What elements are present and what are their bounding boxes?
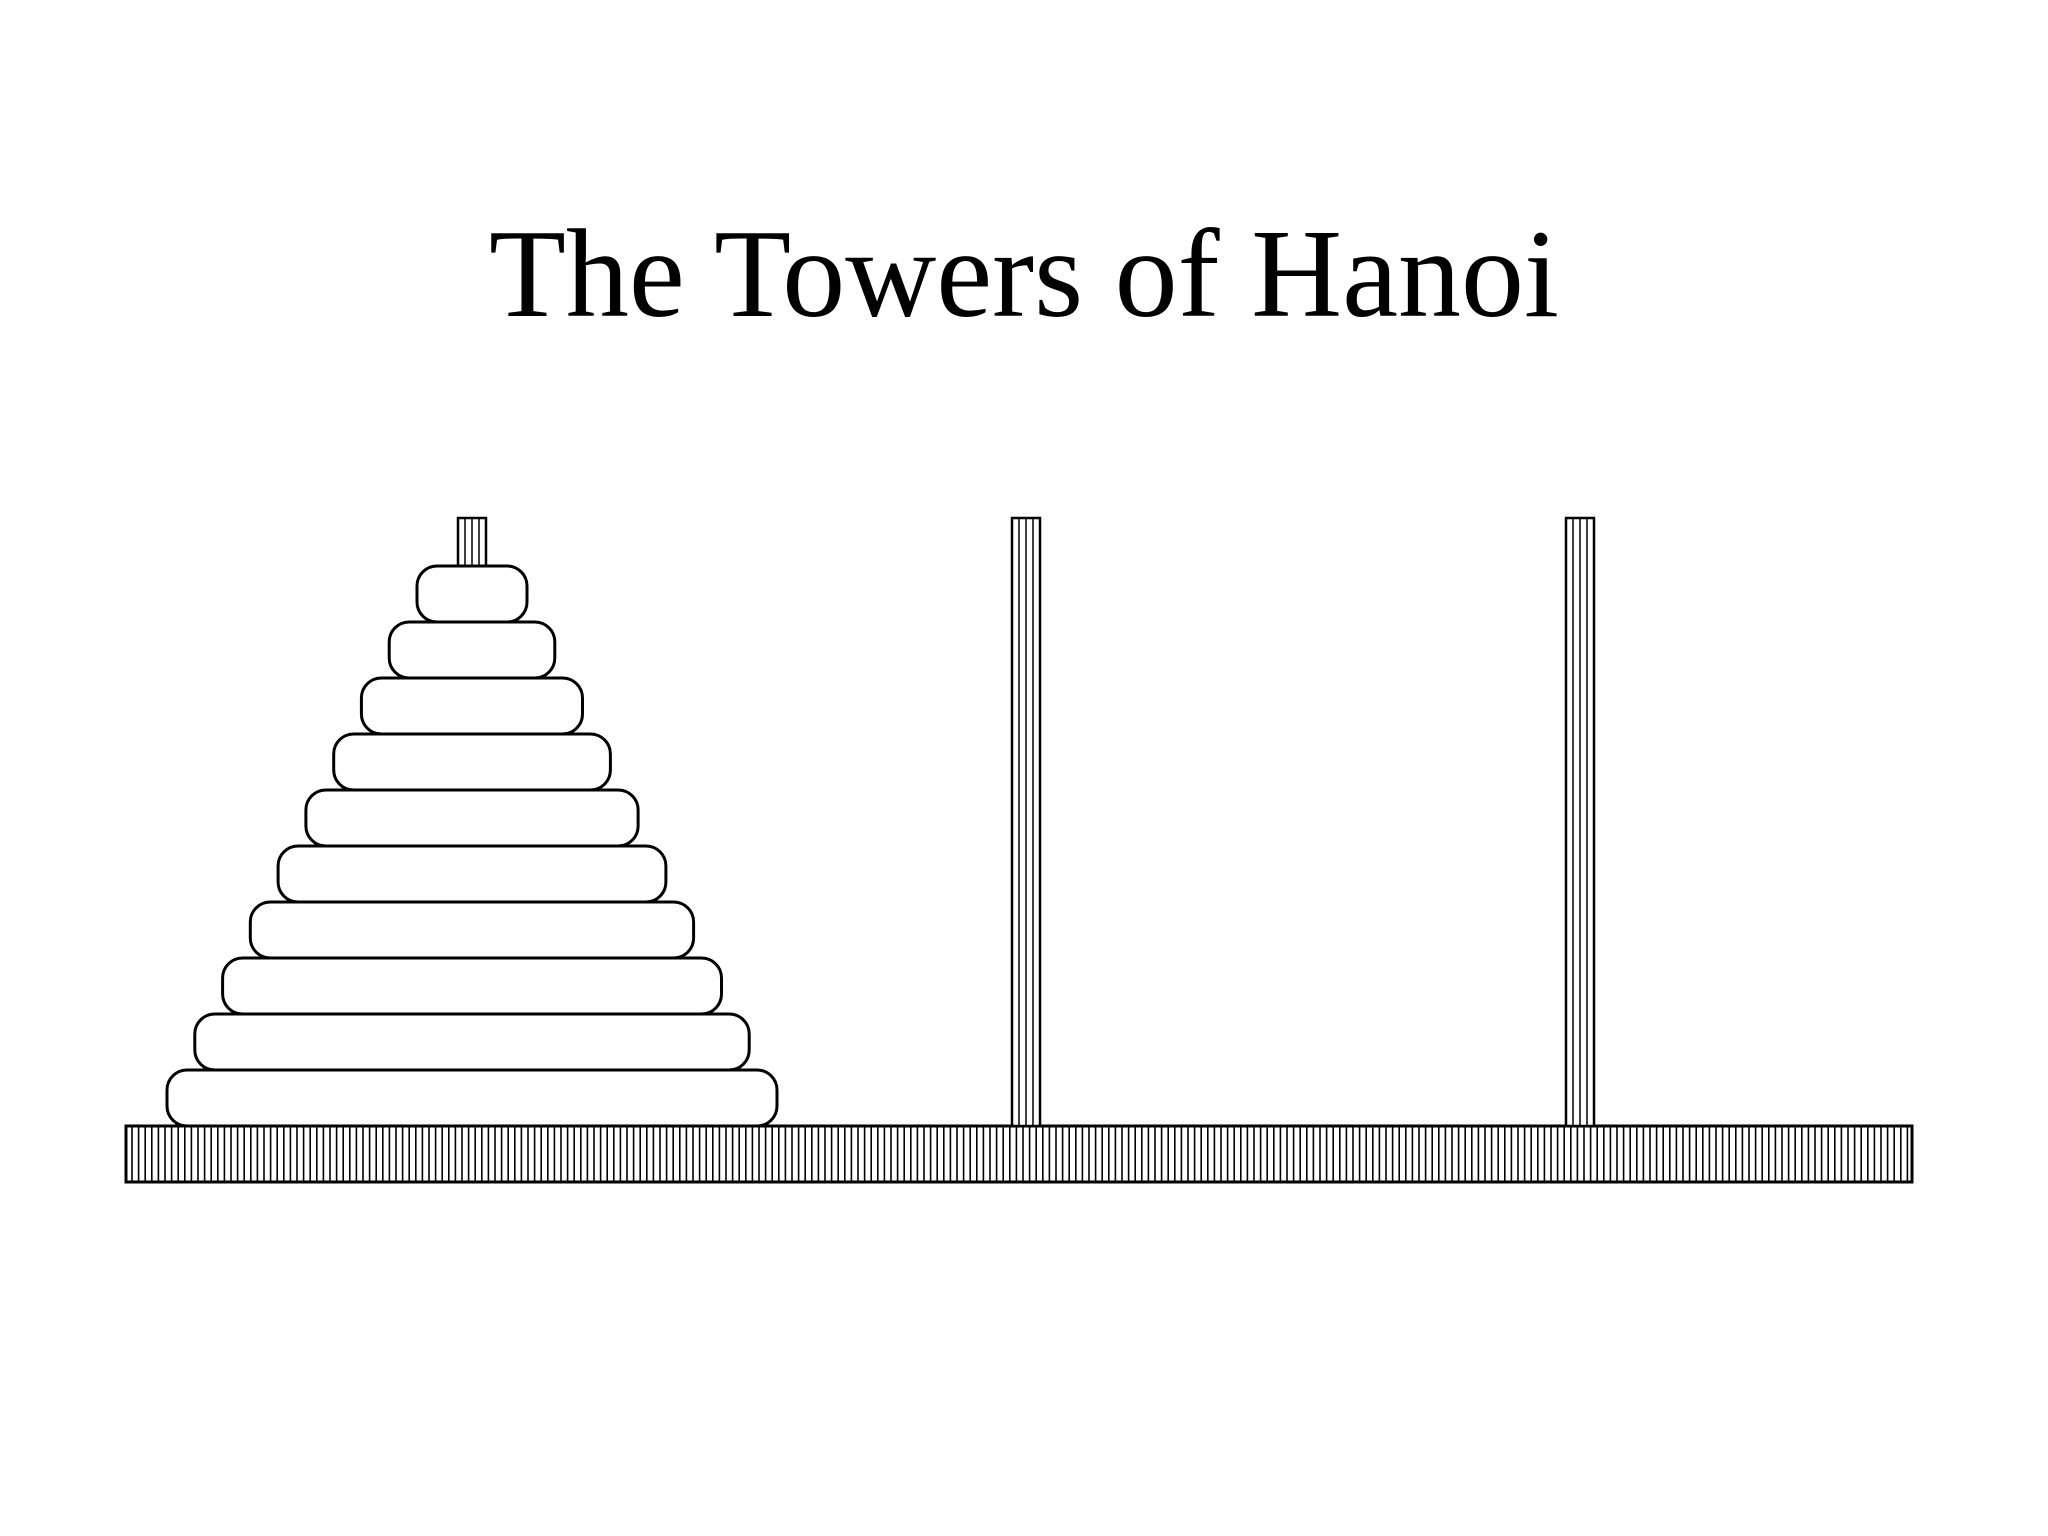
disk-10[interactable]: [165, 1068, 779, 1128]
base-board-hatching: [131, 1126, 1909, 1182]
base-board: [124, 1124, 1914, 1184]
disk-6[interactable]: [276, 844, 668, 904]
disk-7[interactable]: [248, 900, 696, 960]
disk-4[interactable]: [332, 732, 612, 792]
disk-2[interactable]: [387, 620, 557, 680]
disk-5[interactable]: [304, 788, 640, 848]
peg-3[interactable]: [1564, 516, 1596, 1128]
peg-2[interactable]: [1010, 516, 1042, 1128]
page-title: The Towers of Hanoi: [488, 205, 1560, 344]
disk-1[interactable]: [415, 564, 529, 624]
disk-8[interactable]: [221, 956, 723, 1016]
disk-3[interactable]: [359, 676, 584, 736]
disk-9[interactable]: [193, 1012, 751, 1072]
